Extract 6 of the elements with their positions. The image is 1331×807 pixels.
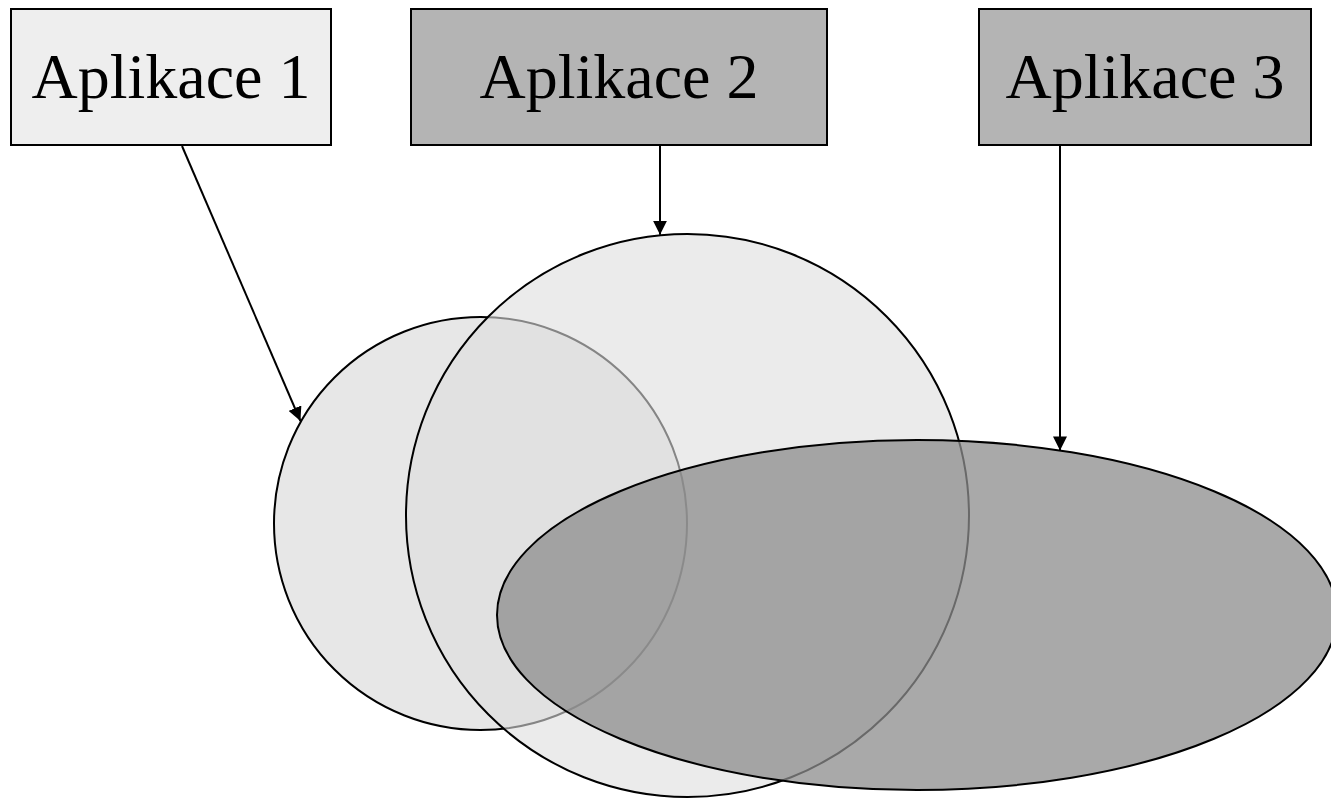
arrow <box>653 145 667 236</box>
arrow <box>1053 145 1067 452</box>
label-box: Aplikace 3 <box>978 8 1312 146</box>
arrow <box>181 145 302 422</box>
label-box: Aplikace 1 <box>10 8 332 146</box>
label-box: Aplikace 2 <box>410 8 828 146</box>
